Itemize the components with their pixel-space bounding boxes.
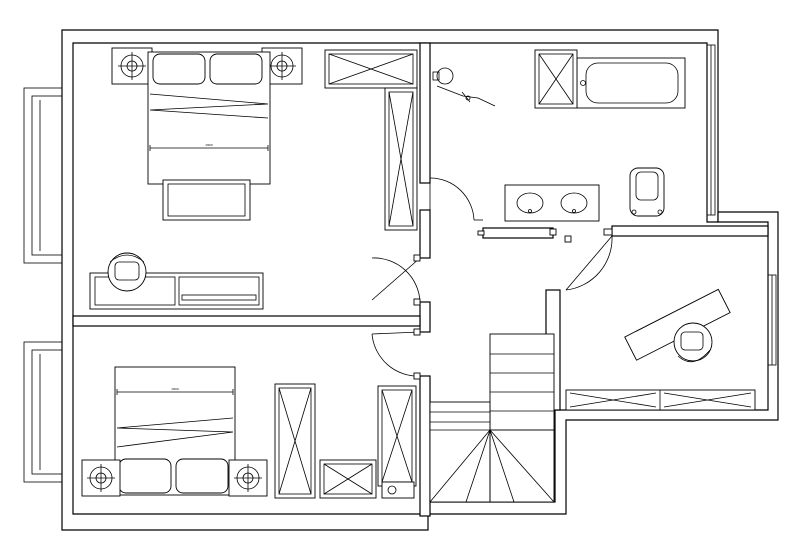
double-vanity	[504, 184, 600, 222]
nightstand-upper-left	[111, 47, 153, 85]
desk-chair-upper	[107, 252, 147, 292]
nightstand-lower-right	[228, 459, 268, 497]
study-chair	[673, 322, 713, 363]
window-upper-left	[23, 87, 63, 264]
nightstand-lower-left	[81, 459, 121, 497]
door-bathroom	[429, 177, 483, 221]
staircase	[429, 333, 555, 503]
wardrobe-lower-1	[274, 383, 316, 499]
wardrobe-lower-2	[319, 459, 377, 499]
study-cabinet	[565, 389, 756, 411]
shower-cabinet	[534, 49, 578, 109]
toilet	[432, 67, 496, 107]
door-upper-bedroom	[371, 257, 421, 303]
bench-upper	[162, 179, 251, 221]
bed-dimension-label-lower: 1800	[171, 387, 179, 391]
double-bed-lower: 1800	[114, 366, 236, 496]
bathtub	[576, 57, 686, 109]
wardrobe-lower-3	[377, 385, 417, 499]
wardrobe-upper-top	[324, 49, 418, 89]
door-jambs	[413, 228, 613, 380]
door-study	[565, 235, 613, 291]
bed-dimension-label: 1800	[205, 143, 213, 147]
window-bath-right	[706, 44, 716, 216]
double-bed-upper: 1800	[147, 51, 271, 185]
door-lower-bedroom	[371, 331, 421, 377]
window-lower-left	[23, 341, 63, 483]
wardrobe-upper-side	[384, 87, 418, 231]
window-right	[767, 274, 777, 366]
bath-chair	[629, 167, 665, 217]
